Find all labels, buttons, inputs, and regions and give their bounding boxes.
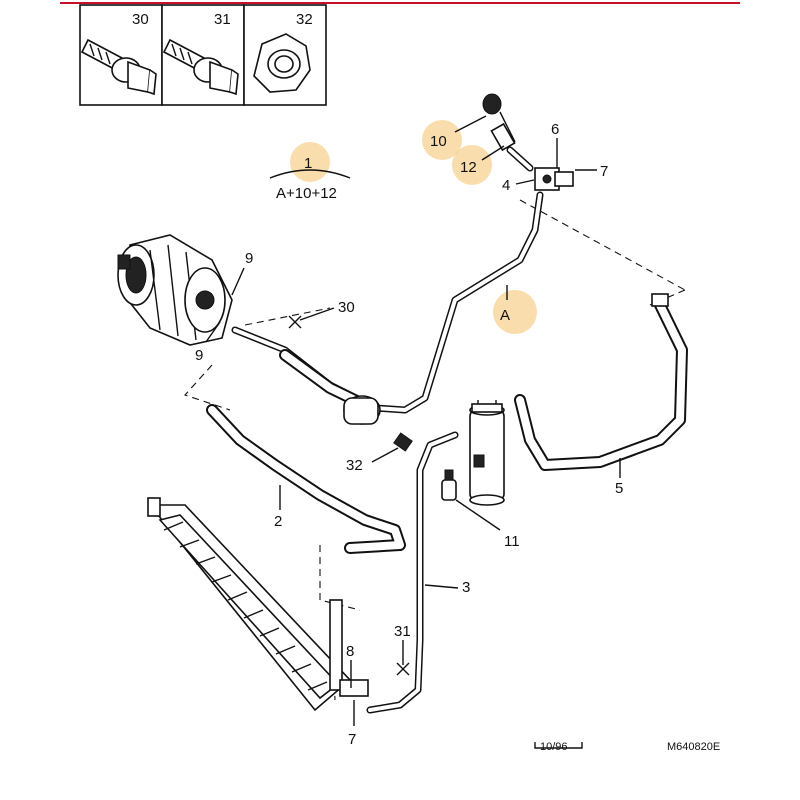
footer-date: 10/96 — [540, 741, 568, 753]
callout-10: 10 — [430, 133, 447, 150]
callout-12-highlight — [452, 145, 492, 185]
callout-10-highlight — [422, 120, 462, 160]
callout-30: 30 — [338, 299, 355, 316]
callout-3: 3 — [462, 579, 470, 596]
callout-9-top: 9 — [245, 250, 253, 267]
callout-31: 31 — [394, 623, 411, 640]
callout-9-bottom: 9 — [195, 347, 203, 364]
flange-nut-icon — [253, 33, 311, 93]
callout-11: 11 — [504, 533, 520, 550]
pipe-3 — [366, 431, 459, 714]
callout-32: 32 — [346, 457, 363, 474]
kit-contents: A+10+12 — [276, 185, 337, 202]
box-31-number: 31 — [214, 11, 231, 28]
callout-6: 6 — [551, 121, 559, 138]
bolt-washer-icon — [80, 38, 157, 96]
callout-7-top: 7 — [600, 163, 608, 180]
callout-a-highlight — [493, 290, 537, 334]
condenser — [147, 497, 369, 712]
kit-number: 1 — [304, 155, 312, 172]
pressure-switch — [441, 469, 457, 501]
callout-5: 5 — [615, 480, 623, 497]
callouts: 10 12 6 7 4 A 9 9 30 32 2 — [195, 115, 623, 748]
pipe-a — [231, 191, 544, 414]
bolt-nut-icon — [162, 38, 239, 96]
compressor — [117, 234, 233, 346]
box-32-number: 32 — [296, 11, 313, 28]
receiver-drier — [469, 400, 505, 506]
expansion-valve-block — [482, 93, 574, 191]
callout-8: 8 — [346, 643, 354, 660]
kit-label: 1 A+10+12 — [269, 142, 351, 202]
hose-2 — [206, 404, 406, 554]
box-30-number: 30 — [132, 11, 149, 28]
callout-2: 2 — [274, 513, 282, 530]
footer: 10/96 M640820E — [534, 741, 720, 753]
callout-a: A — [500, 307, 510, 324]
callout-4: 4 — [502, 177, 510, 194]
footer-reference: M640820E — [667, 741, 720, 753]
kit-number-highlight — [290, 142, 330, 182]
refrigerant-lines — [206, 191, 688, 714]
callout-7-bottom: 7 — [348, 731, 356, 748]
callout-12: 12 — [460, 159, 477, 176]
fastener-inset: 30 31 32 — [79, 4, 327, 106]
